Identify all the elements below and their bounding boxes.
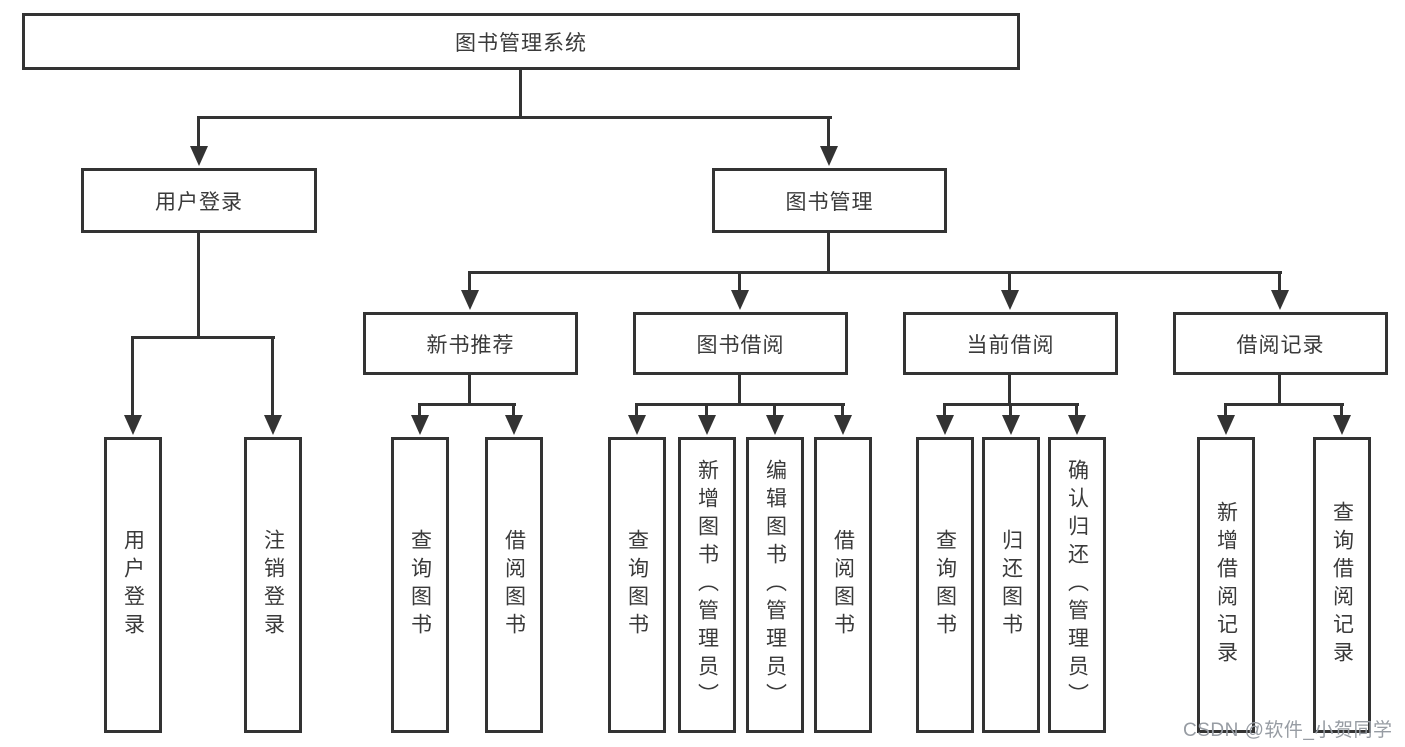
arrow-down-icon bbox=[1217, 415, 1235, 435]
arrow-down-icon bbox=[628, 415, 646, 435]
arrow-down-icon bbox=[1002, 415, 1020, 435]
arrow-down-icon bbox=[461, 290, 479, 310]
connector-line bbox=[635, 403, 638, 418]
leaf-label: 借阅图书 bbox=[831, 529, 855, 641]
arrow-down-icon bbox=[190, 146, 208, 166]
leaf-label: 新增借阅记录 bbox=[1214, 501, 1238, 669]
connector-line bbox=[197, 116, 200, 150]
connector-line bbox=[738, 271, 741, 292]
connector-line bbox=[1278, 271, 1281, 292]
connector-line bbox=[705, 403, 708, 418]
connector-line bbox=[773, 403, 776, 418]
node-borrow-records: 借阅记录 bbox=[1173, 312, 1388, 375]
arrow-down-icon bbox=[1271, 290, 1289, 310]
node-label: 用户登录 bbox=[155, 190, 243, 214]
leaf-query-books-recommend: 查询图书 bbox=[391, 437, 449, 733]
connector-line bbox=[827, 116, 830, 150]
leaf-add-borrow-record: 新增借阅记录 bbox=[1197, 437, 1255, 733]
watermark-text: CSDN @软件_小贺同学 bbox=[1183, 720, 1393, 741]
arrow-down-icon bbox=[820, 146, 838, 166]
connector-line bbox=[271, 336, 274, 418]
arrow-down-icon bbox=[766, 415, 784, 435]
leaf-label: 归还图书 bbox=[999, 529, 1023, 641]
connector-line bbox=[943, 403, 946, 418]
connector-line bbox=[1278, 373, 1281, 406]
connector-line bbox=[468, 373, 471, 406]
arrow-down-icon bbox=[698, 415, 716, 435]
connector-line bbox=[418, 403, 421, 418]
connector-line bbox=[468, 271, 1282, 274]
arrow-down-icon bbox=[936, 415, 954, 435]
leaf-user-login: 用户登录 bbox=[104, 437, 162, 733]
connector-line bbox=[131, 336, 275, 339]
connector-line bbox=[1008, 373, 1011, 406]
connector-line bbox=[1009, 403, 1012, 418]
leaf-label: 查询图书 bbox=[408, 529, 432, 641]
leaf-borrow-books: 借阅图书 bbox=[814, 437, 872, 733]
connector-line bbox=[1008, 271, 1011, 292]
arrow-down-icon bbox=[731, 290, 749, 310]
leaf-logout: 注销登录 bbox=[244, 437, 302, 733]
leaf-confirm-return-admin: 确认归还（管理员） bbox=[1048, 437, 1106, 733]
leaf-label: 确认归还（管理员） bbox=[1065, 459, 1089, 711]
arrow-down-icon bbox=[834, 415, 852, 435]
connector-line bbox=[468, 271, 471, 292]
connector-line bbox=[1075, 403, 1078, 418]
connector-line bbox=[1340, 403, 1343, 418]
node-book-mgmt-branch: 图书管理 bbox=[712, 168, 947, 233]
connector-line bbox=[827, 232, 830, 273]
connector-line bbox=[1224, 403, 1344, 406]
arrow-down-icon bbox=[411, 415, 429, 435]
leaf-label: 注销登录 bbox=[261, 529, 285, 641]
leaf-edit-book-admin: 编辑图书（管理员） bbox=[746, 437, 804, 733]
leaf-label: 用户登录 bbox=[121, 529, 145, 641]
leaf-label: 新增图书（管理员） bbox=[695, 459, 719, 711]
leaf-label: 借阅图书 bbox=[502, 529, 526, 641]
node-user-login-branch: 用户登录 bbox=[81, 168, 317, 233]
connector-line bbox=[635, 403, 845, 406]
leaf-add-book-admin: 新增图书（管理员） bbox=[678, 437, 736, 733]
node-label: 借阅记录 bbox=[1236, 333, 1325, 357]
connector-line bbox=[131, 336, 134, 418]
connector-line bbox=[738, 373, 741, 406]
leaf-label: 查询图书 bbox=[933, 529, 957, 641]
node-system-root: 图书管理系统 bbox=[22, 13, 1020, 70]
arrow-down-icon bbox=[1001, 290, 1019, 310]
node-new-book-recommend: 新书推荐 bbox=[363, 312, 578, 375]
node-book-borrow: 图书借阅 bbox=[633, 312, 848, 375]
node-label: 新书推荐 bbox=[426, 333, 515, 357]
node-label: 图书借阅 bbox=[696, 333, 785, 357]
node-label: 图书管理 bbox=[785, 190, 874, 214]
leaf-label: 查询借阅记录 bbox=[1330, 501, 1354, 669]
connector-line bbox=[197, 116, 832, 119]
leaf-return-book: 归还图书 bbox=[982, 437, 1040, 733]
connector-line bbox=[512, 403, 515, 418]
leaf-query-borrow-record: 查询借阅记录 bbox=[1313, 437, 1371, 733]
arrow-down-icon bbox=[124, 415, 142, 435]
arrow-down-icon bbox=[264, 415, 282, 435]
connector-line bbox=[418, 403, 516, 406]
leaf-label: 查询图书 bbox=[625, 529, 649, 641]
leaf-query-books-borrow: 查询图书 bbox=[608, 437, 666, 733]
leaf-borrow-books-recommend: 借阅图书 bbox=[485, 437, 543, 733]
connector-line bbox=[197, 232, 200, 338]
node-label: 图书管理系统 bbox=[455, 31, 587, 55]
connector-line bbox=[519, 69, 522, 118]
arrow-down-icon bbox=[505, 415, 523, 435]
arrow-down-icon bbox=[1068, 415, 1086, 435]
node-current-borrow: 当前借阅 bbox=[903, 312, 1118, 375]
leaf-label: 编辑图书（管理员） bbox=[763, 459, 787, 711]
connector-line bbox=[1224, 403, 1227, 418]
node-label: 当前借阅 bbox=[966, 333, 1055, 357]
arrow-down-icon bbox=[1333, 415, 1351, 435]
leaf-query-books-current: 查询图书 bbox=[916, 437, 974, 733]
connector-line bbox=[841, 403, 844, 418]
